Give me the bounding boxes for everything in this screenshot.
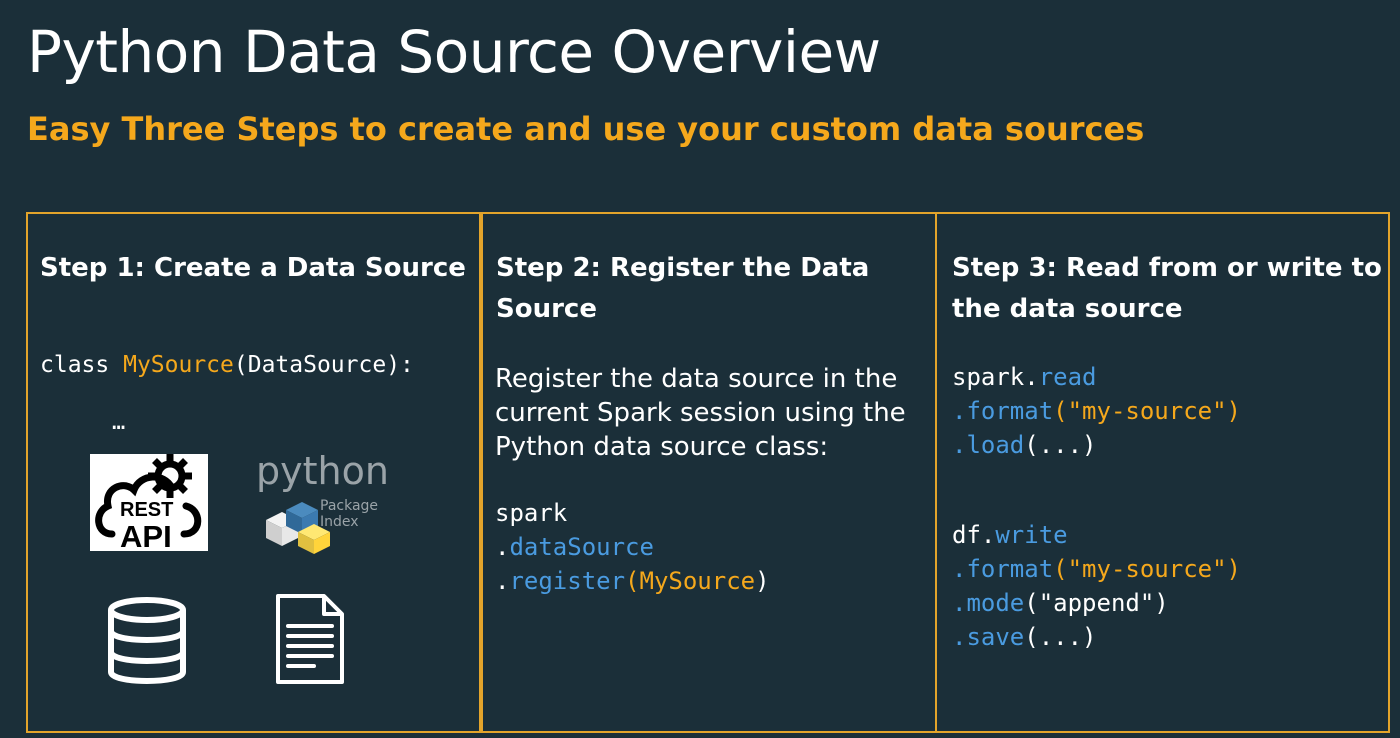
code-method-register: register [509, 567, 626, 595]
database-icon [106, 597, 188, 685]
step3-read-code: spark.read .format("my-source") .load(..… [952, 360, 1241, 462]
document-icon [274, 592, 346, 686]
step3-write-code: df.write .format("my-source") .mode("app… [952, 518, 1241, 654]
pypi-index: Index [320, 514, 359, 530]
code-spark: spark [495, 499, 568, 527]
code-class-base: (DataSource): [233, 352, 414, 378]
rest-icon-label-api: API [120, 519, 172, 551]
code-arg-save: (...) [1024, 623, 1097, 651]
rest-api-icon: REST API [90, 454, 208, 554]
code-method-load: .load [952, 431, 1025, 459]
step3-heading: Step 3: Read from or write to the data s… [952, 253, 1382, 324]
pypi-package: Package [320, 498, 378, 514]
code-method-datasource: dataSource [509, 533, 654, 561]
code-arg-mysource: MySource [639, 567, 756, 595]
code-dot: . [495, 567, 510, 595]
code-paren-open: ( [625, 567, 640, 595]
code-method-format: .format [952, 397, 1054, 425]
code-dot: . [980, 521, 996, 549]
code-dot: . [495, 533, 510, 561]
code-spark: spark [952, 363, 1025, 391]
code-method-format: .format [952, 555, 1054, 583]
step2-heading: Step 2: Register the Data Source [496, 253, 870, 324]
step2-code: spark .dataSource .register(MySource) [495, 496, 770, 598]
step1-panel: Step 1: Create a Data Source class MySou… [26, 212, 483, 733]
code-ellipsis: … [112, 410, 126, 435]
code-arg-format: ("my-source") [1053, 397, 1241, 425]
code-class-name: MySource [123, 352, 234, 378]
code-paren-close: ) [755, 567, 770, 595]
pypi-icon: python Package Index [248, 449, 389, 555]
code-method-mode: .mode [952, 589, 1025, 617]
page-title: Python Data Source Overview [27, 18, 881, 86]
pypi-word: python [256, 450, 388, 493]
step1-code: class MySource(DataSource): [40, 348, 414, 382]
rest-icon-label-rest: REST [120, 499, 173, 521]
code-method-write: write [995, 521, 1068, 549]
code-arg-mode: ("append") [1024, 589, 1169, 617]
step2-description: Register the data source in the current … [495, 364, 906, 462]
page-subtitle: Easy Three Steps to create and use your … [27, 110, 1145, 148]
code-arg-format: ("my-source") [1053, 555, 1241, 583]
code-method-save: .save [952, 623, 1025, 651]
code-arg-load: (...) [1024, 431, 1097, 459]
step3-panel: Step 3: Read from or write to the data s… [935, 212, 1390, 733]
step1-heading: Step 1: Create a Data Source [40, 253, 466, 283]
code-df: df [952, 521, 981, 549]
code-method-read: read [1038, 363, 1097, 391]
code-dot: . [1024, 363, 1039, 391]
code-keyword: class [40, 352, 124, 378]
step2-panel: Step 2: Register the Data Source Registe… [479, 212, 937, 733]
